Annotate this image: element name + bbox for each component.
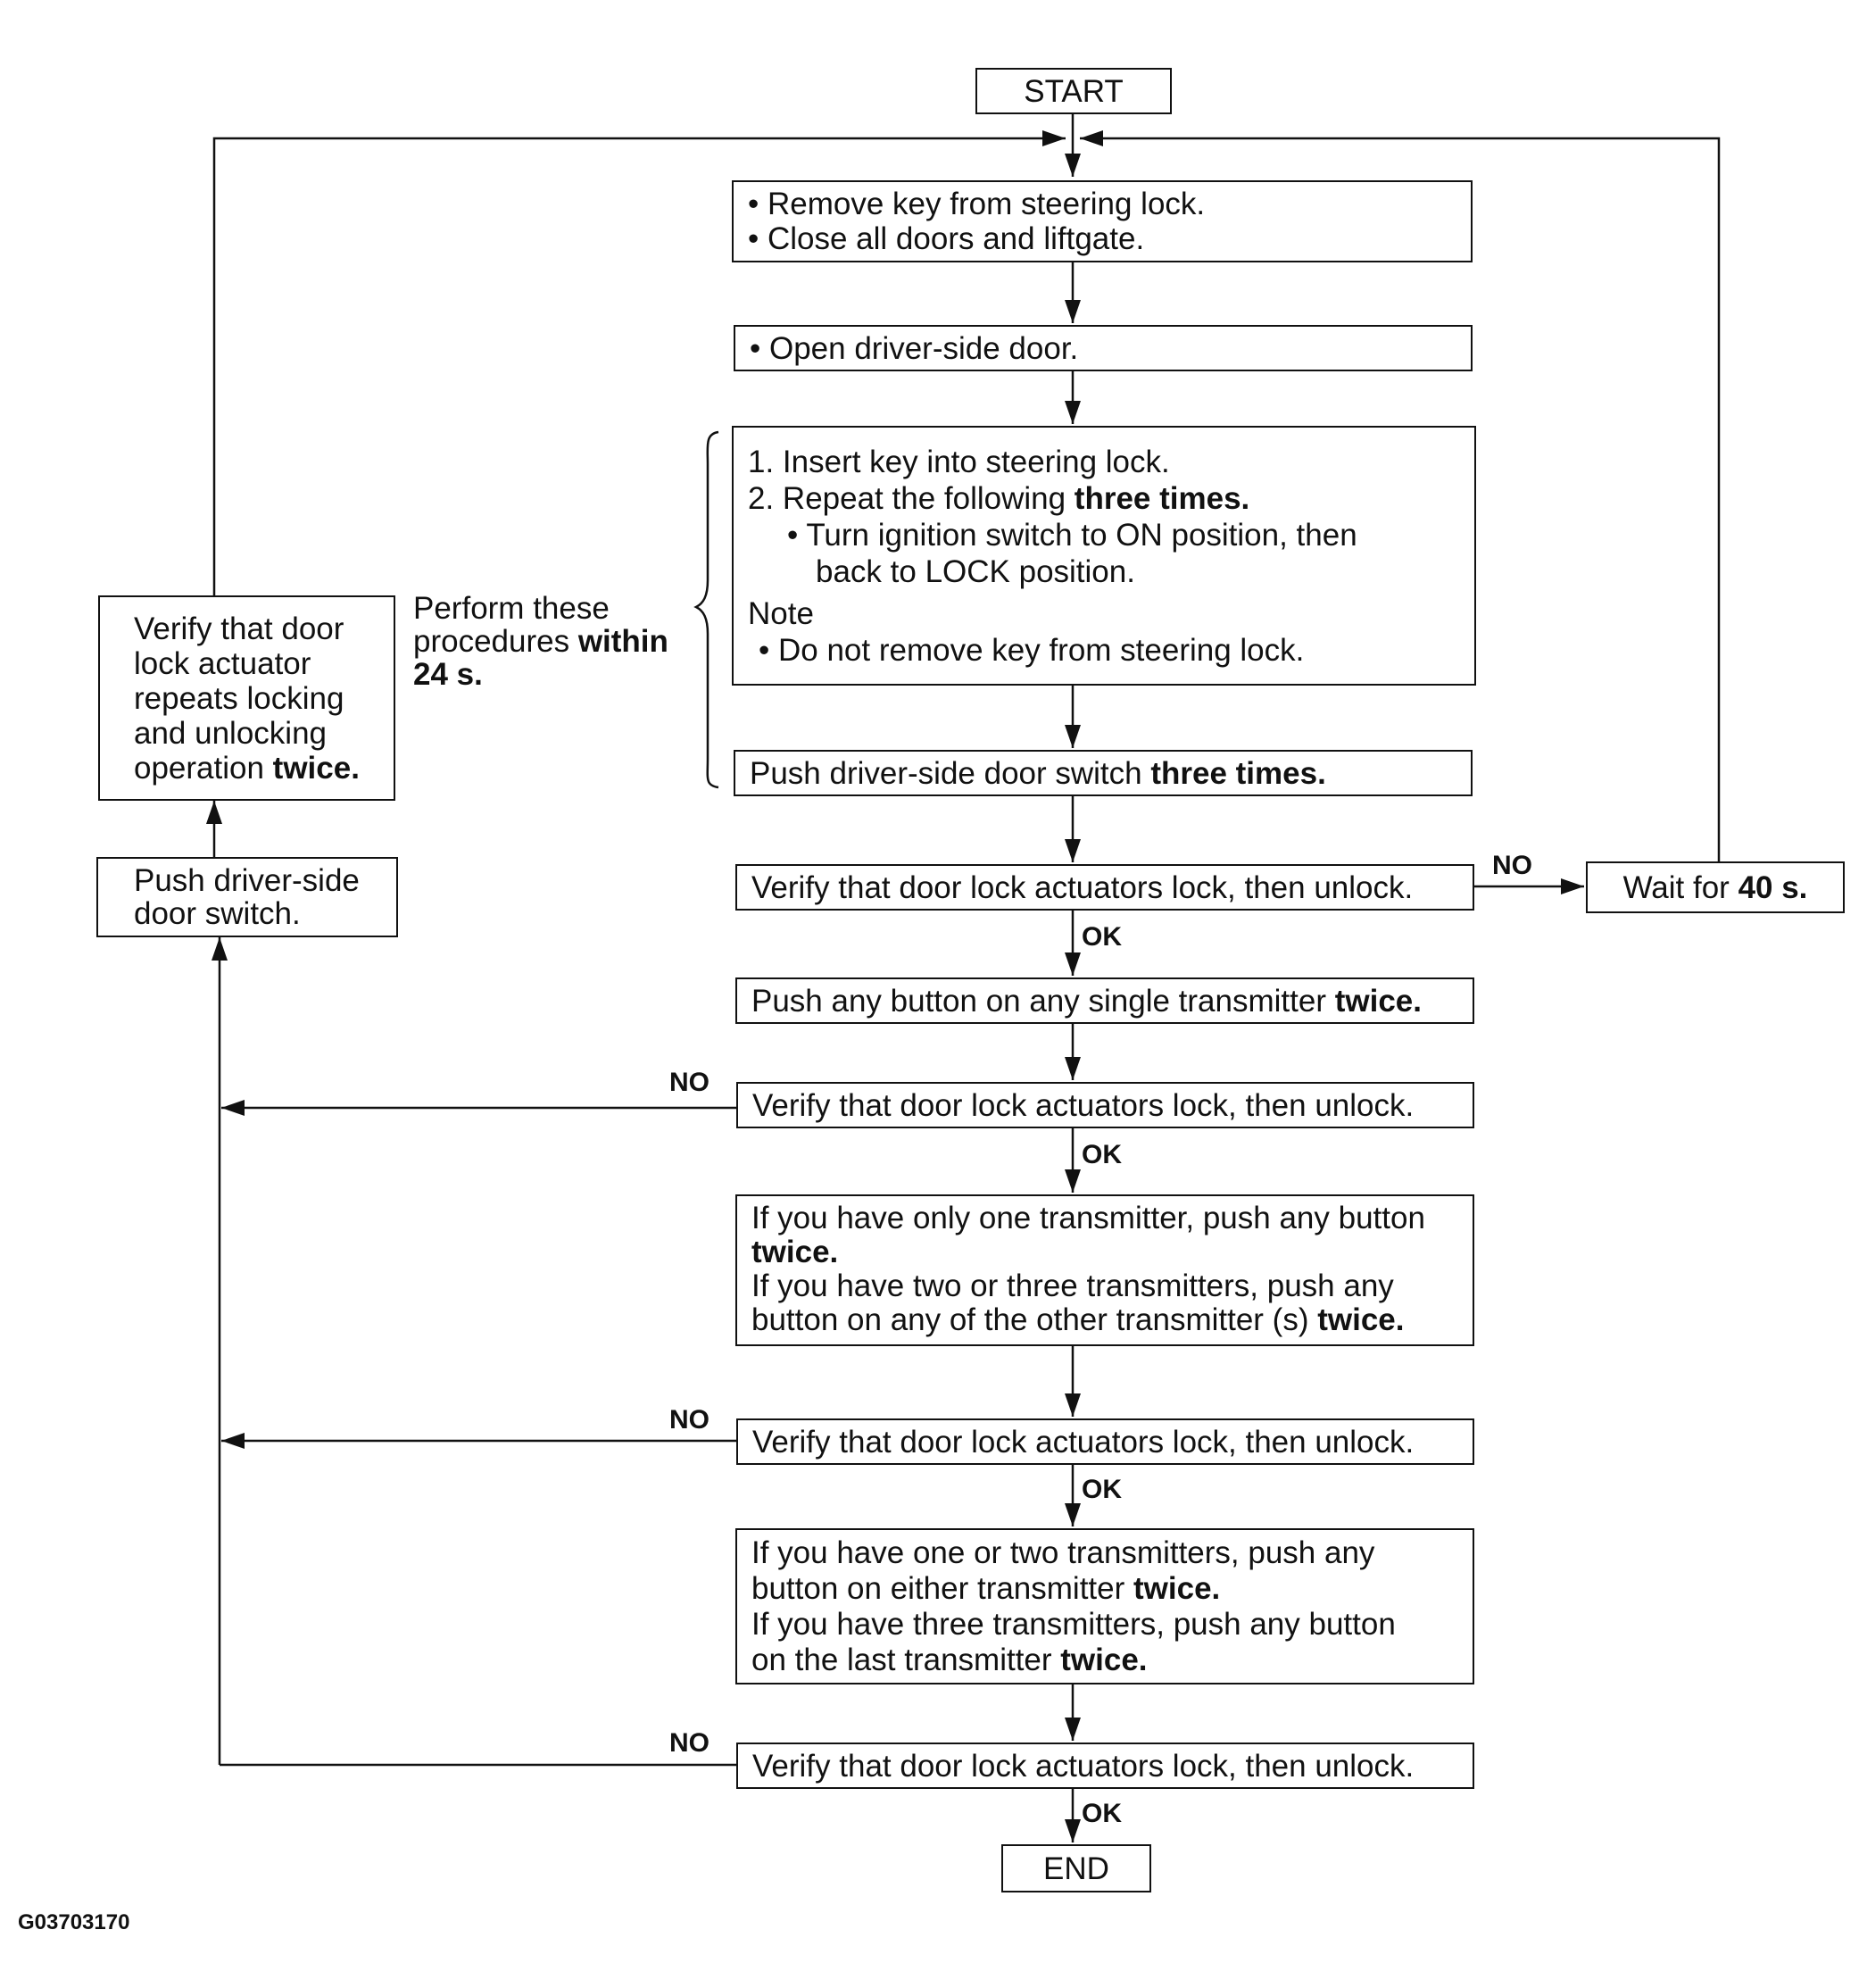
last-transmitter-line-3: If you have three transmitters, push any… xyxy=(751,1607,1396,1642)
perform-note-line-2: procedures within xyxy=(413,624,668,659)
verify-2-text: Verify that door lock actuators lock, th… xyxy=(752,1087,1415,1123)
insert-key-line-2: 2. Repeat the following three times. xyxy=(748,481,1250,516)
ok-label-3: OK xyxy=(1082,1475,1122,1504)
step-push-single-transmitter: Push any button on any single transmitte… xyxy=(735,977,1474,1024)
last-transmitter-line-2: button on either transmitter twice. xyxy=(751,1571,1221,1606)
verify-actuators-1: Verify that door lock actuators lock, th… xyxy=(735,864,1474,911)
insert-key-note-text: • Do not remove key from steering lock. xyxy=(759,633,1305,668)
other-transmitter-line-4: button on any of the other transmitter (… xyxy=(751,1302,1405,1337)
loop-left-verify-back-to-top xyxy=(212,130,1066,595)
ok-label-1: OK xyxy=(1082,922,1122,952)
start-terminal: START xyxy=(975,68,1172,114)
step-last-transmitter: If you have one or two transmitters, pus… xyxy=(735,1528,1474,1684)
verify-3-text: Verify that door lock actuators lock, th… xyxy=(752,1424,1415,1460)
figure-code: G03703170 xyxy=(18,1910,130,1934)
verify-4-text: Verify that door lock actuators lock, th… xyxy=(752,1748,1415,1784)
ok-label-4: OK xyxy=(1082,1799,1122,1828)
step-insert-key: 1. Insert key into steering lock. 2. Rep… xyxy=(732,426,1476,686)
push-transmitter-text: Push any button on any single transmitte… xyxy=(751,983,1422,1019)
no-label-wait: NO xyxy=(1492,851,1532,880)
left-verify-line-4: and unlocking xyxy=(134,715,327,751)
other-transmitter-line-3: If you have two or three transmitters, p… xyxy=(751,1268,1394,1303)
other-transmitter-line-1: If you have only one transmitter, push a… xyxy=(751,1201,1425,1235)
step-open-door-text: • Open driver-side door. xyxy=(750,330,1079,366)
step-remove-key-line-2: • Close all doors and liftgate. xyxy=(748,221,1145,256)
perform-note-line-3: 24 s. xyxy=(413,657,483,692)
no-label-3: NO xyxy=(669,1405,709,1435)
step-remove-key-line-1: • Remove key from steering lock. xyxy=(748,187,1206,221)
verify-actuators-3: Verify that door lock actuators lock, th… xyxy=(736,1418,1474,1465)
left-verify-line-5: operation twice. xyxy=(134,750,360,786)
start-label: START xyxy=(1024,73,1124,109)
left-verify-line-1: Verify that door xyxy=(134,611,344,646)
verify-actuators-4: Verify that door lock actuators lock, th… xyxy=(736,1743,1474,1789)
end-label: END xyxy=(1043,1851,1109,1886)
step-other-transmitter: If you have only one transmitter, push a… xyxy=(735,1194,1474,1346)
brace-24s-bracket xyxy=(693,430,719,789)
push-switch-text: Push driver-side door switch three times… xyxy=(750,755,1326,791)
left-push-switch: Push driver-side door switch. xyxy=(96,857,398,937)
ok-label-2: OK xyxy=(1082,1140,1122,1169)
end-terminal: END xyxy=(1001,1844,1151,1892)
other-transmitter-line-2: twice. xyxy=(751,1235,839,1269)
verify-actuators-2: Verify that door lock actuators lock, th… xyxy=(736,1082,1474,1128)
insert-key-note-label: Note xyxy=(748,596,814,631)
perform-note-line-1: Perform these xyxy=(413,591,610,626)
insert-key-line-1: 1. Insert key into steering lock. xyxy=(748,445,1170,479)
step-remove-key: • Remove key from steering lock. • Close… xyxy=(732,180,1473,262)
wait-40s: Wait for 40 s. xyxy=(1586,861,1845,913)
no-label-4: NO xyxy=(669,1728,709,1758)
left-push-line-2: door switch. xyxy=(134,896,301,931)
insert-key-line-3: • Turn ignition switch to ON position, t… xyxy=(787,518,1357,553)
loop-wait-back-to-top xyxy=(1080,130,1721,861)
no-label-2: NO xyxy=(669,1068,709,1097)
left-verify-line-2: lock actuator xyxy=(134,645,311,681)
left-verify-line-3: repeats locking xyxy=(134,680,344,716)
last-transmitter-line-1: If you have one or two transmitters, pus… xyxy=(751,1535,1375,1570)
step-push-switch-three-times: Push driver-side door switch three times… xyxy=(734,750,1473,796)
step-open-door: • Open driver-side door. xyxy=(734,325,1473,371)
insert-key-line-4: back to LOCK position. xyxy=(816,554,1135,589)
verify-1-text: Verify that door lock actuators lock, th… xyxy=(751,869,1414,905)
last-transmitter-line-4: on the last transmitter twice. xyxy=(751,1643,1148,1677)
left-push-line-1: Push driver-side xyxy=(134,863,360,898)
wait-text: Wait for 40 s. xyxy=(1622,869,1808,905)
left-verify-repeats: Verify that door lock actuator repeats l… xyxy=(98,595,395,801)
perform-within-24s-note: Perform these procedures within 24 s. xyxy=(413,592,668,691)
